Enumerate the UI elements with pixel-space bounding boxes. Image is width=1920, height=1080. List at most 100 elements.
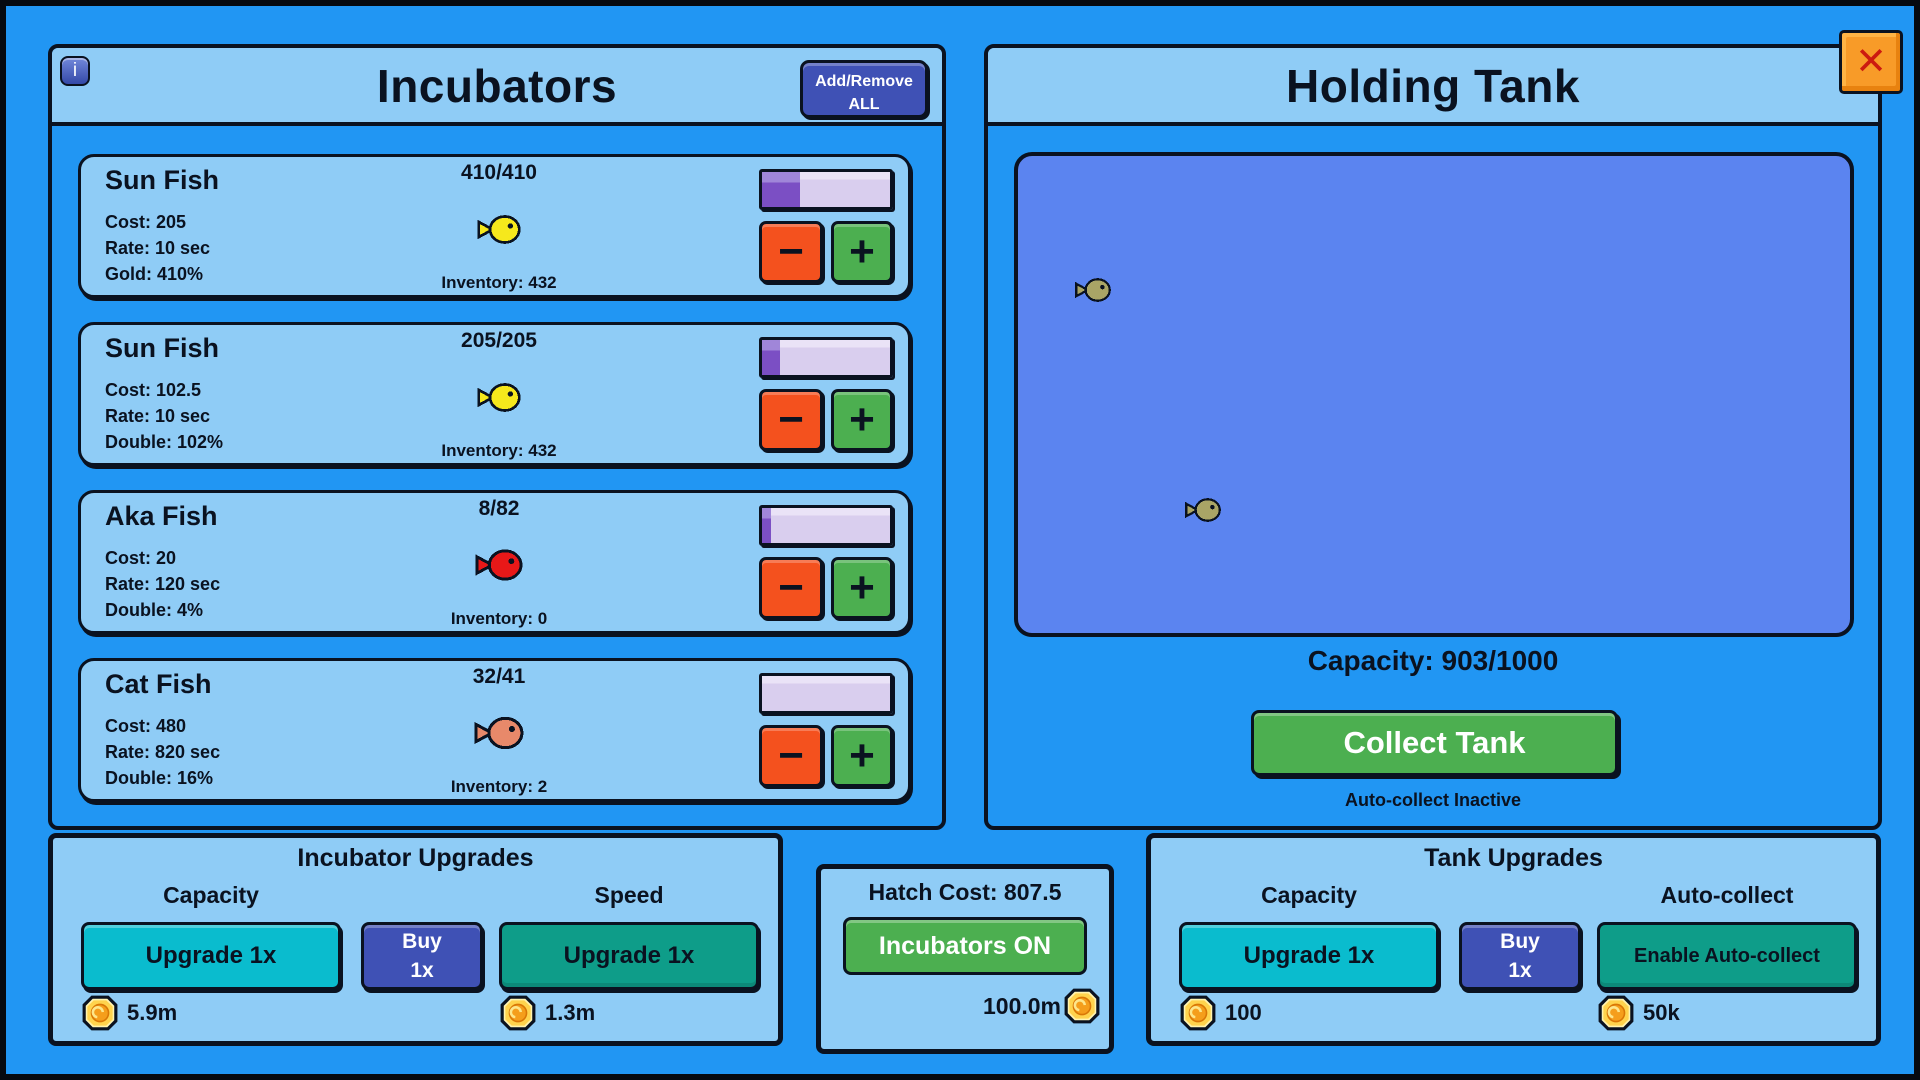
tank-capacity-column-label: Capacity: [1261, 882, 1357, 908]
tank-fish-icon: [1074, 276, 1112, 304]
speed-cost-row: 1.3m: [499, 994, 595, 1032]
buy-line2: 1x: [1508, 959, 1532, 982]
incubators-title: Incubators: [376, 60, 618, 112]
tank-capacity-label: Capacity: 903/1000: [1307, 645, 1559, 676]
hatch-progress-fill: [762, 340, 780, 375]
stat-rate: Rate: 120 sec: [105, 574, 221, 594]
add-remove-all-button[interactable]: Add/Remove ALL: [800, 60, 928, 118]
capacity-cost-row: 5.9m: [81, 994, 177, 1032]
tank-fish-icon: [1184, 496, 1222, 524]
hatch-progress-fill: [762, 172, 801, 207]
card-stats: Cost: 20 Rate: 120 sec Double: 4%: [105, 545, 220, 623]
sun-fish-icon: [476, 381, 522, 414]
upgrade-tank-capacity-button[interactable]: Upgrade 1x: [1179, 922, 1439, 990]
stat-bonus: Gold: 410%: [105, 264, 204, 284]
holding-tank-panel: Holding Tank Capacity: 903/1000 Collect …: [984, 44, 1882, 830]
coin-icon: [1179, 994, 1217, 1032]
add-remove-all-line1: Add/Remove: [815, 73, 913, 90]
autocollect-cost-value: 50k: [1643, 1000, 1680, 1025]
fill-fraction: 410/410: [461, 161, 537, 184]
inventory-count: Inventory: 0: [450, 609, 548, 628]
holding-tank-body: Capacity: 903/1000 Collect Tank Auto-col…: [988, 126, 1878, 822]
stat-cost: Cost: 102.5: [105, 380, 202, 400]
incubators-toggle-button[interactable]: Incubators ON: [843, 917, 1087, 975]
incubators-header: i Incubators Add/Remove ALL: [52, 48, 942, 126]
card-stats: Cost: 102.5 Rate: 10 sec Double: 102%: [105, 377, 223, 455]
gold-balance-value: 100.0m: [982, 992, 1061, 1019]
fish-name: Aka Fish: [105, 501, 218, 531]
add-incubator-button[interactable]: +: [831, 557, 893, 619]
fish-name: Sun Fish: [105, 165, 219, 195]
capacity-cost-value: 5.9m: [127, 1000, 178, 1025]
buy-multiplier-button[interactable]: Buy 1x: [1459, 922, 1581, 990]
tank-capacity-cost-value: 100: [1225, 1000, 1262, 1025]
upgrade-speed-button[interactable]: Upgrade 1x: [499, 922, 759, 990]
incubator-card: Sun Fish Cost: 205 Rate: 10 sec Gold: 41…: [78, 154, 911, 298]
holding-tank-header: Holding Tank: [988, 48, 1878, 126]
incubators-body: Sun Fish Cost: 205 Rate: 10 sec Gold: 41…: [52, 126, 942, 822]
incubator-card: Sun Fish Cost: 102.5 Rate: 10 sec Double…: [78, 322, 911, 466]
tank-capacity-cost-row: 100: [1179, 994, 1262, 1032]
buy-line1: Buy: [402, 929, 442, 953]
cat-fish-icon: [473, 714, 525, 752]
enable-autocollect-button[interactable]: Enable Auto-collect: [1597, 922, 1857, 990]
card-stats: Cost: 480 Rate: 820 sec Double: 16%: [105, 713, 220, 791]
hatch-progress-fill: [762, 508, 771, 543]
collect-tank-button[interactable]: Collect Tank: [1251, 710, 1618, 776]
incubator-card: Cat Fish Cost: 480 Rate: 820 sec Double:…: [78, 658, 911, 802]
fill-fraction: 205/205: [461, 329, 537, 352]
card-center: 32/41 Inventory: 2: [339, 665, 659, 797]
buy-line1: Buy: [1500, 929, 1540, 953]
incubators-panel: i Incubators Add/Remove ALL Sun Fish Cos…: [48, 44, 946, 830]
stat-rate: Rate: 10 sec: [105, 406, 211, 426]
gold-balance-row: 100.0m: [983, 987, 1101, 1025]
coin-icon: [499, 994, 537, 1032]
autocollect-status-label: Auto-collect Inactive: [1344, 790, 1522, 810]
stat-rate: Rate: 10 sec: [105, 238, 211, 258]
hatch-cost-label: Hatch Cost: 807.5: [868, 879, 1062, 905]
hatch-progress-bar: [759, 337, 893, 378]
stat-cost: Cost: 480: [105, 716, 187, 736]
hatch-progress-bar: [759, 169, 893, 210]
coin-icon: [1063, 987, 1101, 1025]
fish-name: Sun Fish: [105, 333, 219, 363]
inventory-count: Inventory: 2: [450, 777, 548, 796]
remove-incubator-button[interactable]: −: [759, 389, 823, 451]
aka-fish-icon: [474, 547, 524, 583]
incubator-upgrades-title: Incubator Upgrades: [297, 844, 534, 872]
add-incubator-button[interactable]: +: [831, 389, 893, 451]
capacity-column-label: Capacity: [163, 882, 259, 908]
card-center: 205/205 Inventory: 432: [339, 329, 659, 461]
incubator-upgrades-box: Incubator Upgrades Capacity Speed Upgrad…: [48, 833, 783, 1046]
card-stats: Cost: 205 Rate: 10 sec Gold: 410%: [105, 209, 210, 287]
holding-tank-title: Holding Tank: [1286, 60, 1580, 112]
stat-bonus: Double: 4%: [105, 600, 204, 620]
info-icon[interactable]: i: [60, 56, 90, 86]
tank-upgrades-box: Tank Upgrades Capacity Auto-collect Upgr…: [1146, 833, 1881, 1046]
remove-incubator-button[interactable]: −: [759, 557, 823, 619]
hatch-progress-bar: [759, 673, 893, 714]
stat-bonus: Double: 102%: [105, 432, 224, 452]
speed-column-label: Speed: [594, 882, 664, 908]
inventory-count: Inventory: 432: [441, 441, 557, 460]
close-icon[interactable]: ✕: [1839, 30, 1903, 94]
speed-cost-value: 1.3m: [545, 1000, 596, 1025]
upgrade-capacity-button[interactable]: Upgrade 1x: [81, 922, 341, 990]
buy-multiplier-button[interactable]: Buy 1x: [361, 922, 483, 990]
sun-fish-icon: [476, 213, 522, 246]
add-incubator-button[interactable]: +: [831, 725, 893, 787]
remove-incubator-button[interactable]: −: [759, 221, 823, 283]
add-incubator-button[interactable]: +: [831, 221, 893, 283]
stat-bonus: Double: 16%: [105, 768, 214, 788]
add-remove-all-line2: ALL: [848, 96, 880, 114]
fill-fraction: 8/82: [478, 497, 520, 520]
coin-icon: [1597, 994, 1635, 1032]
fill-fraction: 32/41: [472, 665, 526, 688]
remove-incubator-button[interactable]: −: [759, 725, 823, 787]
stat-cost: Cost: 205: [105, 212, 187, 232]
inventory-count: Inventory: 432: [441, 273, 557, 292]
tank-upgrades-title: Tank Upgrades: [1424, 844, 1603, 872]
autocollect-column-label: Auto-collect: [1660, 882, 1794, 908]
card-center: 410/410 Inventory: 432: [339, 161, 659, 293]
